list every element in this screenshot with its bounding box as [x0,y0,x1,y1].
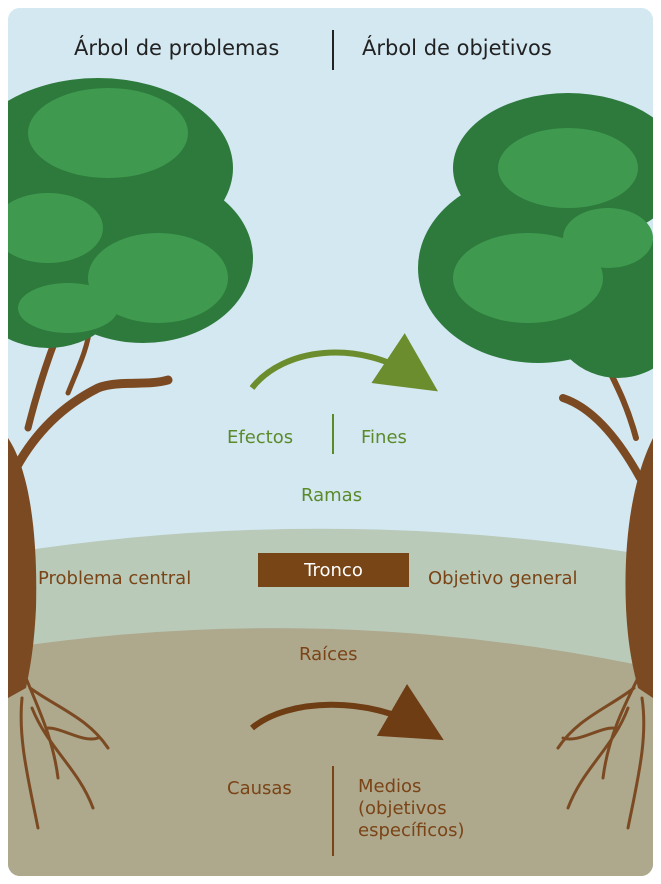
effects-ends-divider [332,414,334,454]
right-trunk [625,438,653,698]
ground-soil [8,628,653,876]
diagram-frame: Árbol de problemas Árbol de objetivos Ef… [8,8,653,876]
green-transform-arrow [249,333,438,392]
effects-label: Efectos [227,427,294,448]
right-roots [556,676,646,830]
means-label: Medios (objetivos específicos) [358,776,465,841]
right-tree [418,93,653,830]
trunk-box-label: Tronco [304,559,363,581]
objective-tree-title: Árbol de objetivos [362,36,552,60]
problem-tree-title: Árbol de problemas [74,36,280,60]
branches-label: Ramas [301,485,363,506]
left-roots [19,676,110,830]
title-divider [332,30,334,70]
brown-transform-arrow [250,683,444,741]
general-objective-label: Objetivo general [428,568,578,589]
causes-means-divider [332,766,334,856]
left-tree [8,78,253,830]
ends-label: Fines [361,427,407,448]
left-trunk [8,438,37,698]
trunk-box: Tronco [258,553,409,587]
diagram-scene [8,8,653,876]
central-problem-label: Problema central [38,568,192,589]
roots-label: Raíces [299,644,358,665]
causes-label: Causas [227,778,292,799]
